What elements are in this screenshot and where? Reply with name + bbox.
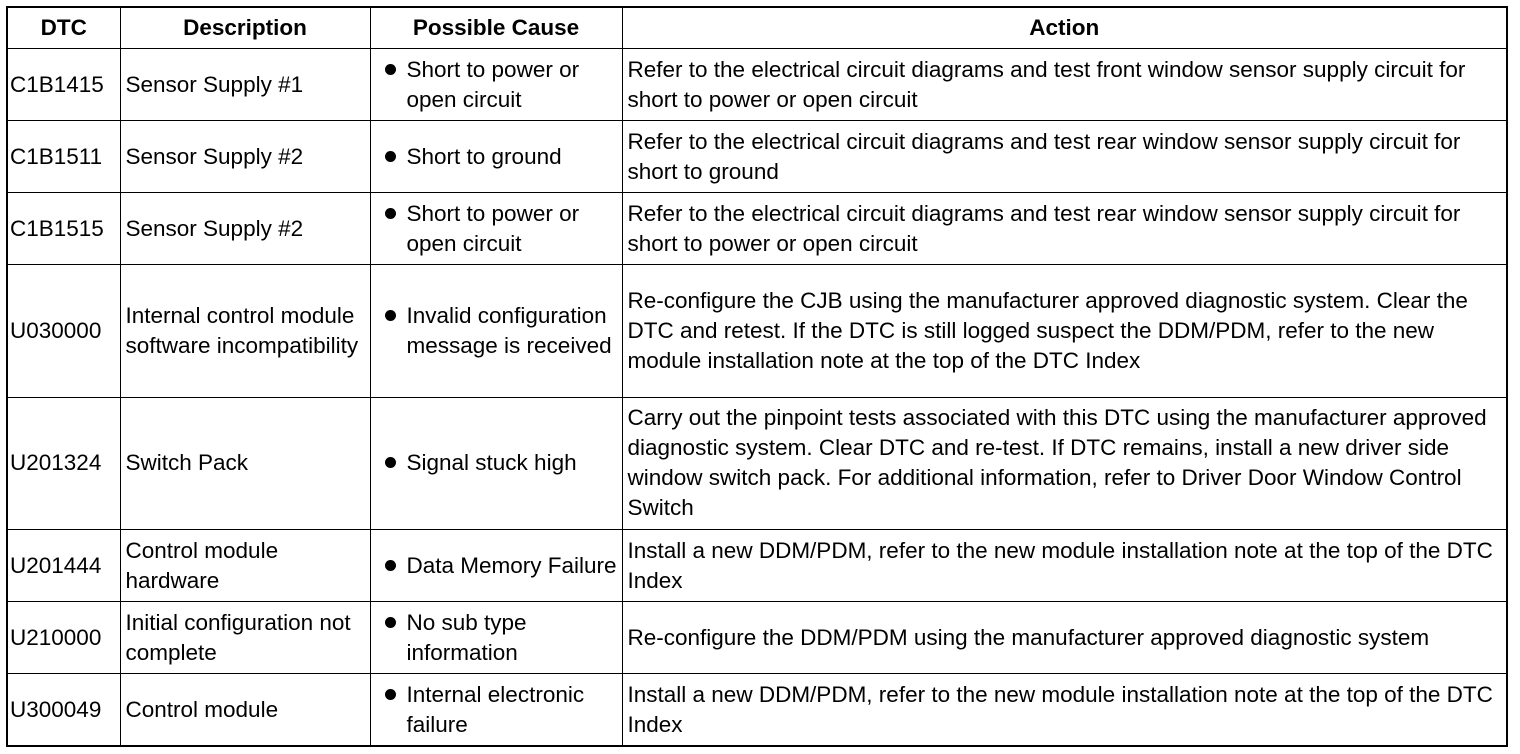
cause-text: No sub type information bbox=[406, 609, 527, 665]
dtc-table: DTC Description Possible Cause Action C1… bbox=[6, 6, 1508, 747]
description-cell: Sensor Supply #1 bbox=[119, 47, 371, 122]
description-cell: Internal control module software incompa… bbox=[119, 264, 371, 398]
table-row: U201444 Control module hardware Data Mem… bbox=[6, 528, 1508, 603]
bullet-icon bbox=[384, 457, 396, 469]
description-cell: Sensor Supply #2 bbox=[119, 192, 371, 266]
cause-text: Short to ground bbox=[406, 143, 562, 169]
table-row: C1B1415 Sensor Supply #1 Short to power … bbox=[6, 47, 1508, 122]
table-row: U300049 Control module Internal electron… bbox=[6, 673, 1508, 747]
cause-text: Data Memory Failure bbox=[406, 552, 617, 578]
bullet-icon bbox=[384, 207, 396, 219]
action-cell: Re-configure the DDM/PDM using the manuf… bbox=[621, 601, 1508, 675]
description-cell: Initial configuration not complete bbox=[119, 601, 371, 675]
header-action: Action bbox=[621, 6, 1508, 49]
cause-text: Short to power or open circuit bbox=[406, 200, 580, 256]
cause-text: Invalid configuration message is receive… bbox=[406, 303, 612, 359]
header-description: Description bbox=[119, 6, 371, 49]
dtc-code: C1B1415 bbox=[6, 47, 121, 122]
action-cell: Carry out the pinpoint tests associated … bbox=[621, 396, 1508, 530]
cause-cell: Short to ground bbox=[369, 120, 623, 194]
table-row: C1B1511 Sensor Supply #2 Short to ground… bbox=[6, 120, 1508, 194]
action-cell: Refer to the electrical circuit diagrams… bbox=[621, 120, 1508, 194]
action-cell: Re-configure the CJB using the manufactu… bbox=[621, 264, 1508, 398]
cause-cell: Signal stuck high bbox=[369, 396, 623, 530]
description-cell: Control module bbox=[119, 673, 371, 747]
action-cell: Refer to the electrical circuit diagrams… bbox=[621, 192, 1508, 266]
table-row: C1B1515 Sensor Supply #2 Short to power … bbox=[6, 192, 1508, 266]
dtc-code: C1B1515 bbox=[6, 192, 121, 266]
dtc-code: U030000 bbox=[6, 264, 121, 398]
description-cell: Switch Pack bbox=[119, 396, 371, 530]
cause-cell: Internal electronic failure bbox=[369, 673, 623, 747]
cause-text: Short to power or open circuit bbox=[406, 56, 580, 112]
header-possible-cause: Possible Cause bbox=[369, 6, 623, 49]
table-row: U210000 Initial configuration not comple… bbox=[6, 601, 1508, 675]
action-cell: Install a new DDM/PDM, refer to the new … bbox=[621, 673, 1508, 747]
bullet-icon bbox=[384, 63, 396, 75]
dtc-code: U210000 bbox=[6, 601, 121, 675]
dtc-code: U201324 bbox=[6, 396, 121, 530]
bullet-icon bbox=[384, 688, 396, 700]
header-row: DTC Description Possible Cause Action bbox=[6, 6, 1508, 49]
description-cell: Sensor Supply #2 bbox=[119, 120, 371, 194]
bullet-icon bbox=[384, 559, 396, 571]
table-row: U030000 Internal control module software… bbox=[6, 264, 1508, 398]
dtc-code: C1B1511 bbox=[6, 120, 121, 194]
cause-cell: No sub type information bbox=[369, 601, 623, 675]
header-dtc: DTC bbox=[6, 6, 121, 49]
action-cell: Install a new DDM/PDM, refer to the new … bbox=[621, 528, 1508, 603]
cause-cell: Short to power or open circuit bbox=[369, 192, 623, 266]
table-row: U201324 Switch Pack Signal stuck high Ca… bbox=[6, 396, 1508, 530]
cause-cell: Short to power or open circuit bbox=[369, 47, 623, 122]
action-cell: Refer to the electrical circuit diagrams… bbox=[621, 47, 1508, 122]
bullet-icon bbox=[384, 310, 396, 322]
cause-text: Internal electronic failure bbox=[406, 681, 585, 737]
dtc-code: U201444 bbox=[6, 528, 121, 603]
cause-cell: Data Memory Failure bbox=[369, 528, 623, 603]
description-cell: Control module hardware bbox=[119, 528, 371, 603]
bullet-icon bbox=[384, 150, 396, 162]
dtc-code: U300049 bbox=[6, 673, 121, 747]
cause-cell: Invalid configuration message is receive… bbox=[369, 264, 623, 398]
bullet-icon bbox=[384, 616, 396, 628]
cause-text: Signal stuck high bbox=[406, 450, 577, 476]
